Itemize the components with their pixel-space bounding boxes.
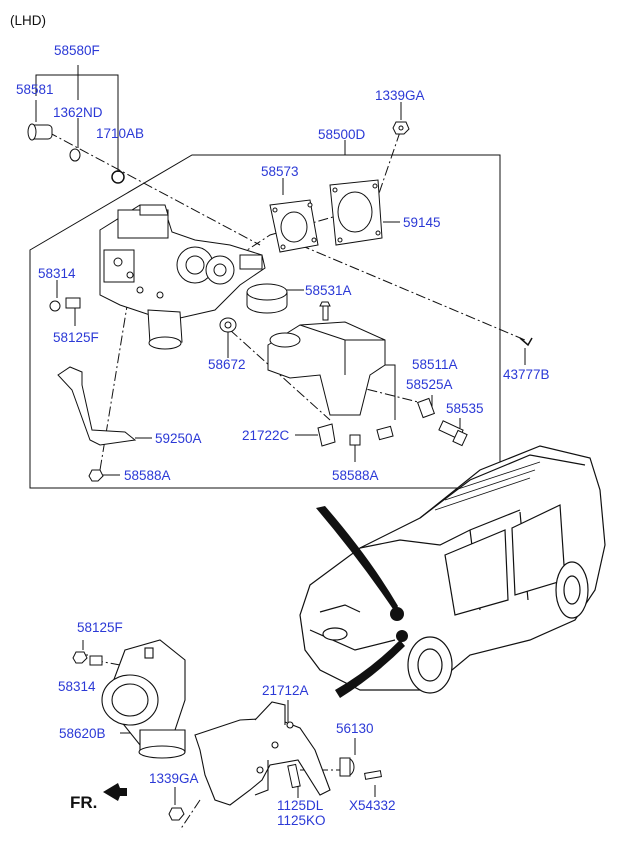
nut-1339GA-icon: [392, 121, 410, 135]
part-label-1339GA-bottom[interactable]: 1339GA: [149, 771, 199, 786]
part-label-58535[interactable]: 58535: [446, 401, 484, 416]
reservoir-cap-58531A-icon: [246, 283, 288, 314]
bolt-58535-icon: [438, 420, 468, 447]
fitting-58581-icon: [27, 123, 53, 141]
part-label-58620B[interactable]: 58620B: [59, 726, 106, 741]
bushing-56130-icon: [339, 757, 355, 777]
screw-58531-icon: [319, 301, 331, 321]
part-label-1125DL[interactable]: 1125DL: [277, 798, 324, 813]
part-label-58531A[interactable]: 58531A: [305, 283, 352, 298]
bolt-58525A-icon: [416, 397, 436, 419]
part-label-58314-top[interactable]: 58314: [38, 266, 76, 281]
part-label-58588A-right[interactable]: 58588A: [332, 468, 379, 483]
nut-1339GA-bottom-icon: [168, 807, 185, 821]
front-direction-arrow-icon: [103, 783, 127, 801]
nut-58588A-left-icon: [88, 469, 104, 482]
component-location-marks: [390, 607, 408, 642]
clip-43777B-icon: [519, 337, 533, 347]
gasket-59145-icon: [329, 179, 383, 246]
hydraulic-unit-icon: [99, 204, 266, 350]
part-label-59145[interactable]: 59145: [403, 215, 441, 230]
part-label-58580F[interactable]: 58580F: [54, 43, 100, 58]
bracket-21712A-icon: [194, 701, 331, 806]
part-label-43777B[interactable]: 43777B: [503, 367, 550, 382]
vehicle-roof-stripes: [434, 461, 541, 511]
part-label-58125F-bottom[interactable]: 58125F: [77, 620, 123, 635]
part-label-58581[interactable]: 58581: [16, 82, 54, 97]
abs-modulator-icon: [101, 639, 186, 759]
part-label-58125F-top[interactable]: 58125F: [53, 330, 99, 345]
part-label-58672[interactable]: 58672: [208, 357, 246, 372]
leader-58580F: [35, 65, 79, 96]
part-label-21712A[interactable]: 21712A: [262, 683, 309, 698]
clip-1362ND-icon: [69, 148, 81, 162]
ring-1710AB-icon: [111, 170, 125, 184]
location-pointer-lower: [335, 640, 405, 698]
part-label-1362ND[interactable]: 1362ND: [53, 105, 103, 120]
part-label-58588A-left[interactable]: 58588A: [124, 468, 171, 483]
assembly-frame: [29, 154, 501, 489]
location-pointer-upper: [316, 506, 398, 612]
bracket-59250A-icon: [57, 366, 137, 446]
part-label-58314-bottom[interactable]: 58314: [58, 679, 96, 694]
bolt-58314-top-icon: [49, 300, 61, 312]
part-label-56130[interactable]: 56130: [336, 721, 374, 736]
part-label-58573[interactable]: 58573: [261, 164, 299, 179]
bolt-58314-bottom-icon: [72, 651, 88, 664]
grommet-58672-icon: [219, 317, 237, 333]
part-label-58511A[interactable]: 58511A: [412, 357, 458, 372]
spacer-58125F-bottom-icon: [89, 655, 103, 666]
part-label-1339GA-top[interactable]: 1339GA: [375, 88, 425, 103]
part-label-58500D[interactable]: 58500D: [318, 127, 366, 142]
vehicle-icon: [299, 445, 606, 694]
front-direction-label: FR.: [70, 793, 98, 812]
bolt-1125DL-icon: [287, 763, 301, 789]
part-label-X54332[interactable]: X54332: [349, 798, 396, 813]
part-label-58525A[interactable]: 58525A: [406, 377, 453, 392]
bolt-58588A-right-icon: [349, 425, 394, 446]
reservoir-58511A-icon: [267, 321, 386, 416]
variant-label: (LHD): [10, 13, 46, 28]
bracket-21722C-icon: [317, 423, 336, 447]
part-label-21722C[interactable]: 21722C: [242, 428, 290, 443]
part-label-59250A[interactable]: 59250A: [155, 431, 202, 446]
bolt-X54332-icon: [364, 770, 382, 780]
gasket-58573-icon: [269, 199, 319, 253]
part-label-1710AB[interactable]: 1710AB: [96, 126, 145, 141]
part-label-1125KO[interactable]: 1125KO: [277, 813, 326, 828]
spacer-58125F-top-icon: [65, 297, 81, 309]
